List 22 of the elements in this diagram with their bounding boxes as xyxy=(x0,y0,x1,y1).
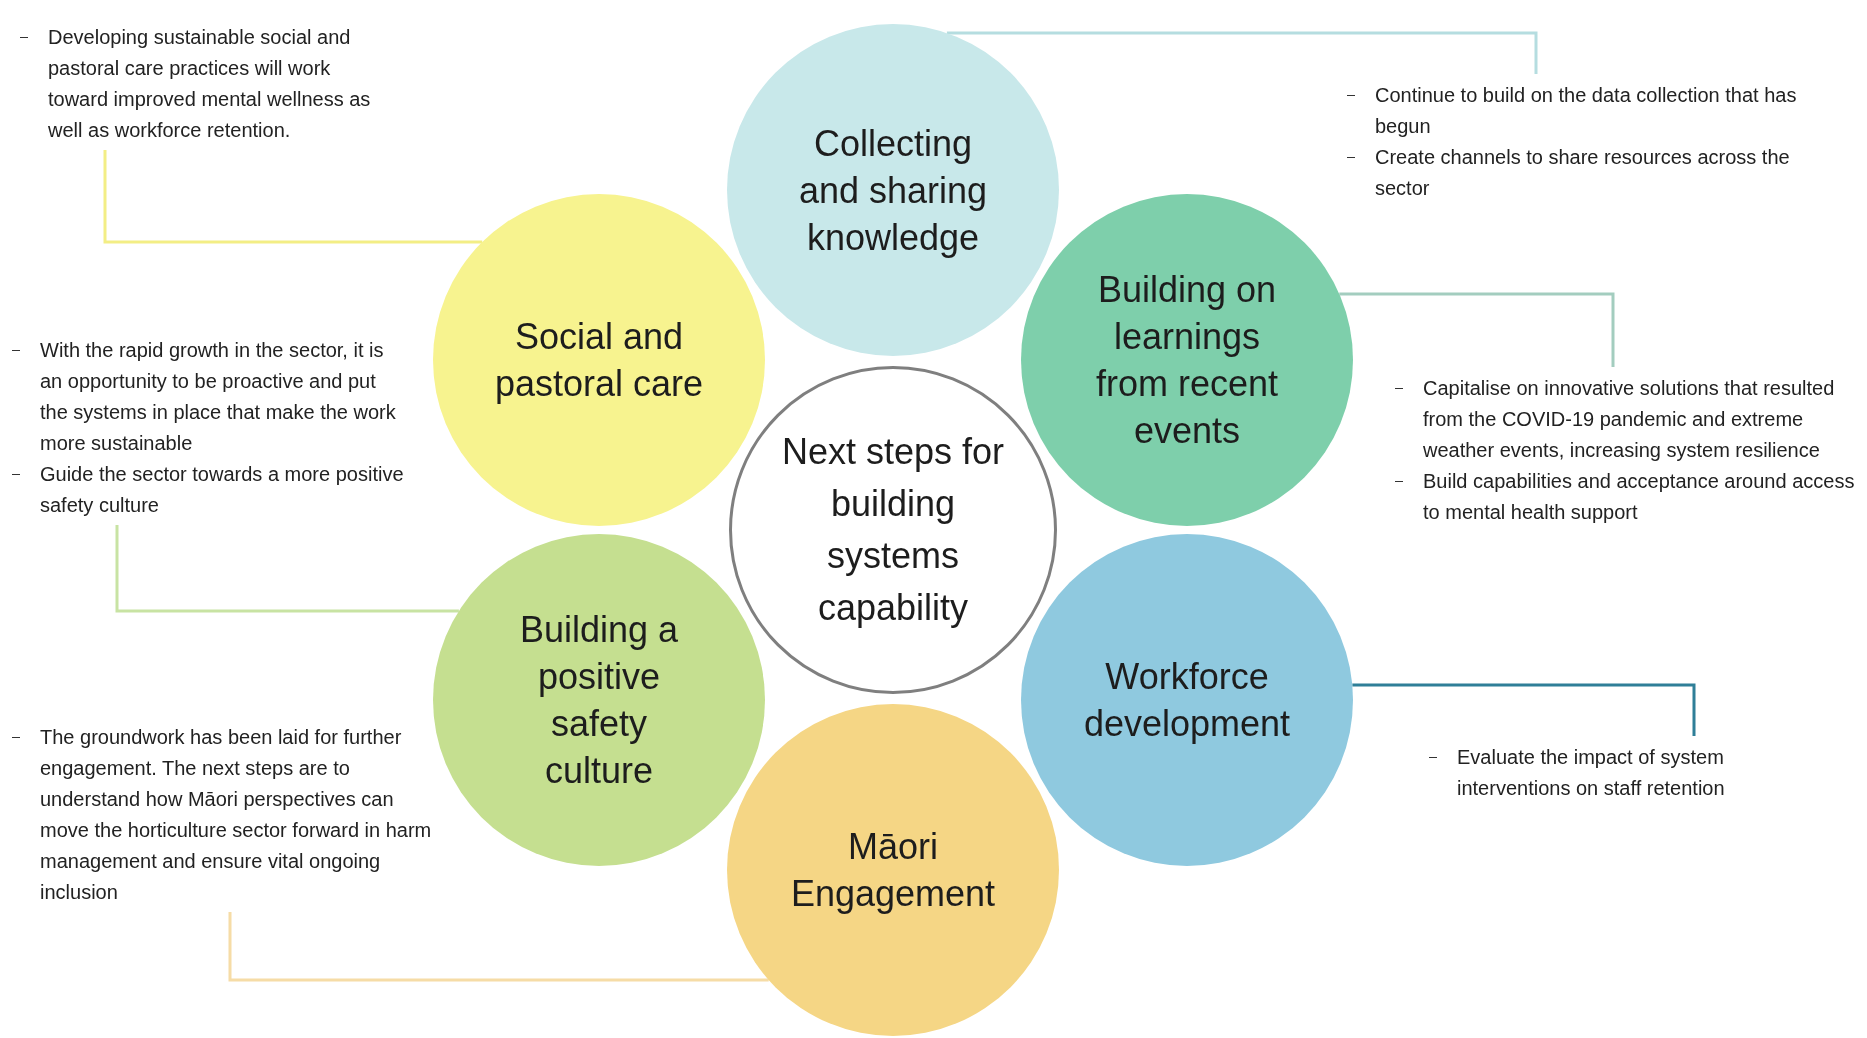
topic-title: Māori Engagement xyxy=(789,825,997,916)
leader-line xyxy=(228,912,769,982)
bullet-text: Capitalise on innovative solutions that resulted from the COVID-19 pandemic and extreme weather events, increasing system resilience xyxy=(1423,377,1835,461)
bullet-text: Create channels to share resources across the sector xyxy=(1375,146,1790,199)
bullet-text: Evaluate the impact of system interventions on staff retention xyxy=(1457,746,1725,799)
leader-line xyxy=(1352,683,1696,736)
bullet-text: Build capabilities and acceptance around access to mental health support xyxy=(1423,470,1855,523)
leader-line xyxy=(103,150,483,244)
bullet-text: Developing sustainable social and pastoral care practices will work toward improved mental wellness as well as workforce retention. xyxy=(48,26,371,141)
topic-title: Building on learnings from recent events xyxy=(1094,268,1280,453)
leader-line xyxy=(946,31,1538,74)
bullet-text: Guide the sector towards a more positive safety culture xyxy=(40,463,404,516)
bullet-text: With the rapid growth in the sector, it is an opportunity to be proactive and put the systems in place that make the work more sustainable xyxy=(40,339,396,454)
topic-title: Collecting and sharing knowledge xyxy=(797,121,989,260)
center-title: Next steps for building systems capability xyxy=(780,430,1006,630)
topic-title: Social and pastoral care xyxy=(493,315,705,406)
bullet-text: Continue to build on the data collection that has begun xyxy=(1375,84,1797,137)
leader-line xyxy=(115,525,459,613)
bullet-text: The groundwork has been laid for further engagement. The next steps are to understand how Māori perspectives can move the horticulture sector forward in harm management and ensure vital ongoing inclusion xyxy=(40,726,432,903)
leader-line xyxy=(1339,292,1615,367)
topic-title: Workforce development xyxy=(1082,655,1292,746)
topic-title: Building a positive safety culture xyxy=(518,608,680,793)
